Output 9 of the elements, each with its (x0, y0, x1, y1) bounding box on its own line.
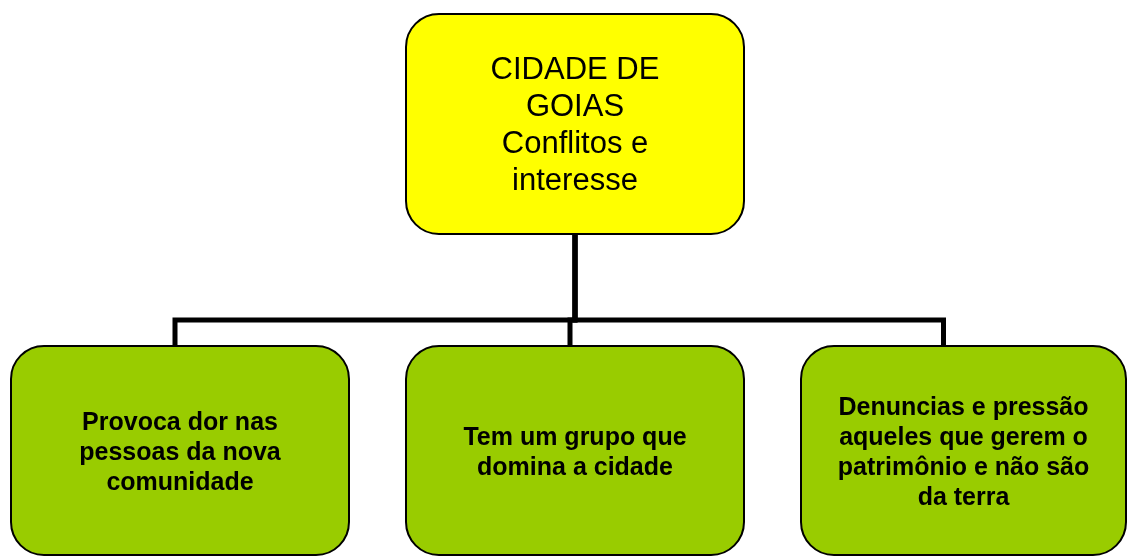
node-text: Denuncias e pressão aqueles que gerem o patrimônio e não são da terra (836, 390, 1091, 511)
topic-box (405, 13, 745, 235)
branch-box (800, 345, 1127, 556)
node-text: CIDADE DE GOIAS Conflitos e interesse (489, 49, 661, 199)
branch-box (405, 345, 745, 556)
node-text: Tem um grupo que domina a cidade (462, 420, 688, 481)
branch-box (10, 345, 350, 556)
connector-line (572, 235, 946, 345)
node-text: Provoca dor nas pessoas da nova comunidade (78, 405, 282, 496)
